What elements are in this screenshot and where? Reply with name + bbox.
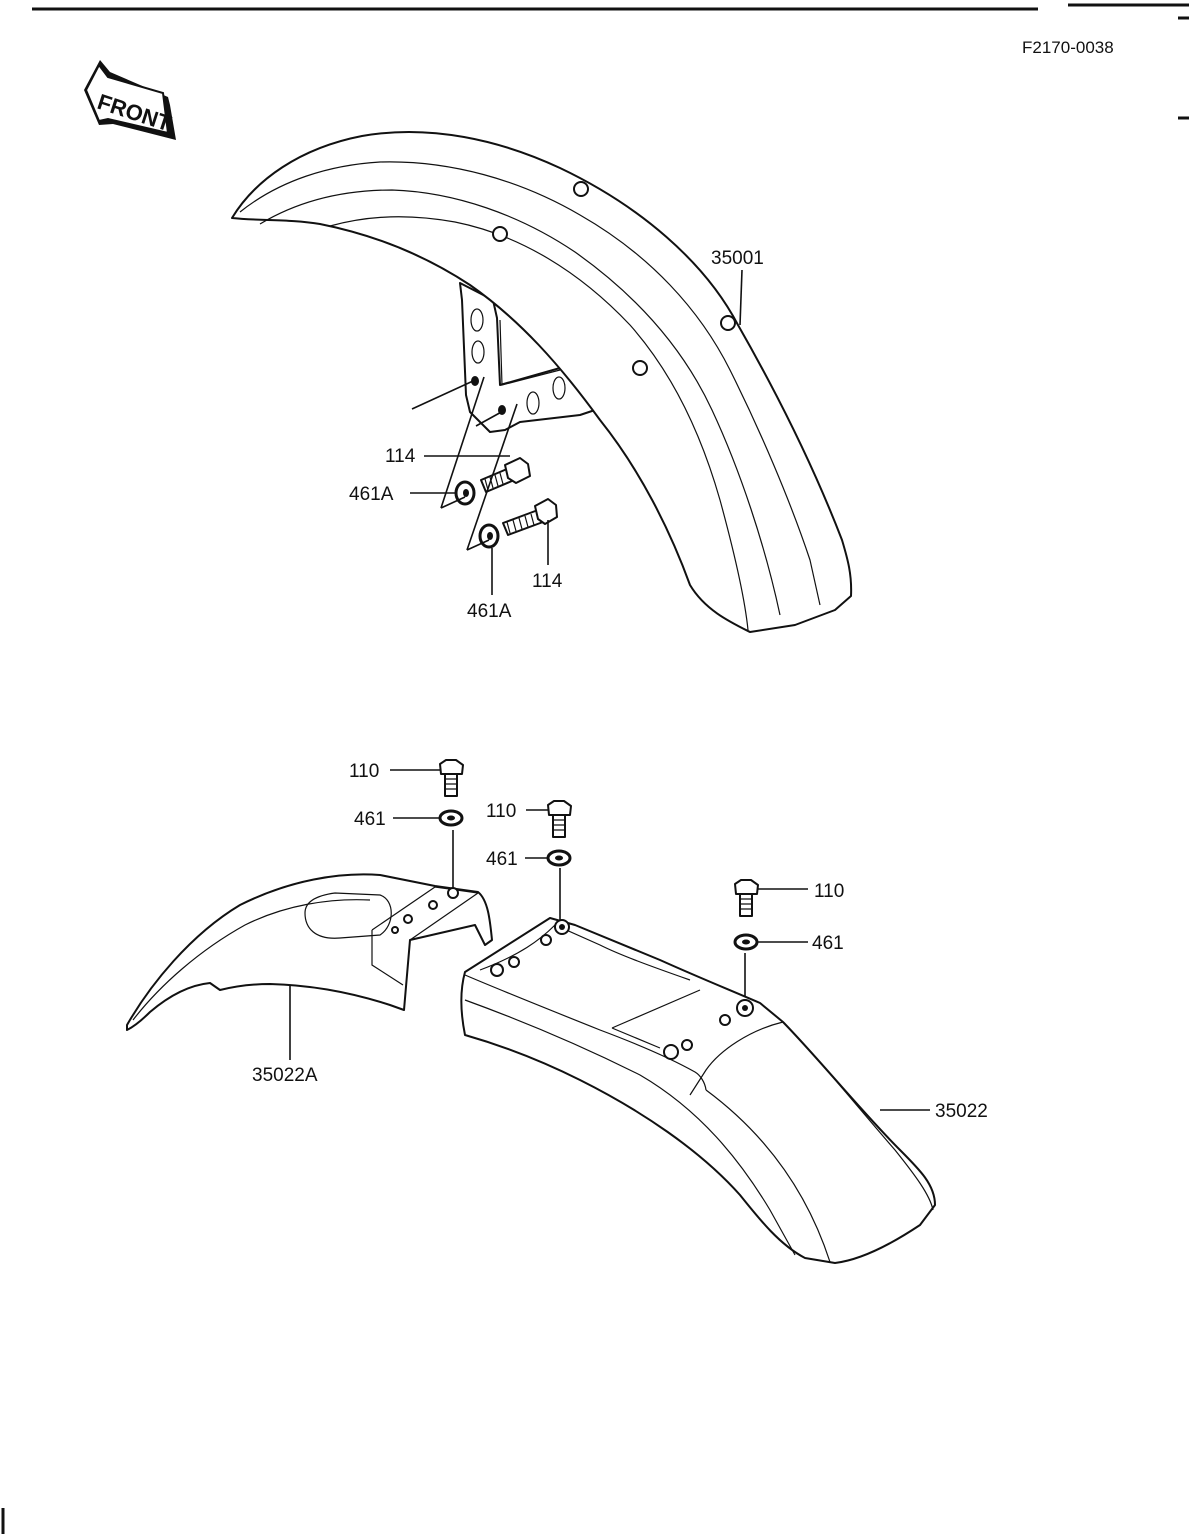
bolt-110-right bbox=[734, 879, 759, 917]
bolt-110-left bbox=[439, 759, 464, 797]
part-labels: 35001 114 461A 114 461A 110 461 110 461 … bbox=[252, 248, 988, 1122]
front-fender bbox=[231, 131, 853, 633]
label-461a-lower: 461A bbox=[467, 601, 512, 622]
doc-code: F2170-0038 bbox=[1022, 38, 1114, 57]
label-461a-upper: 461A bbox=[349, 484, 394, 505]
washer-461-right bbox=[733, 933, 759, 951]
label-110-mid: 110 bbox=[486, 801, 516, 822]
page-border bbox=[1, 3, 1189, 1534]
bolt-114-lower bbox=[502, 498, 558, 536]
label-35022: 35022 bbox=[935, 1101, 988, 1122]
label-461-right: 461 bbox=[812, 933, 844, 954]
rear-fender-front-section bbox=[126, 873, 493, 1031]
label-114-lower: 114 bbox=[532, 571, 563, 592]
label-35022a: 35022A bbox=[252, 1065, 318, 1086]
bolt-110-mid bbox=[547, 800, 572, 838]
front-arrow-icon: FRONT bbox=[84, 60, 176, 140]
label-461-left: 461 bbox=[354, 809, 386, 830]
assembly-guide-lines bbox=[411, 376, 746, 1005]
label-110-right: 110 bbox=[814, 881, 844, 902]
leader-lines bbox=[289, 269, 930, 1111]
label-461-mid: 461 bbox=[486, 849, 518, 870]
washer-461-mid bbox=[546, 849, 572, 867]
washer-461-left bbox=[438, 809, 464, 827]
label-110-left: 110 bbox=[349, 761, 379, 782]
label-114-upper: 114 bbox=[385, 446, 416, 467]
label-35001: 35001 bbox=[711, 248, 764, 269]
rear-fender bbox=[460, 917, 936, 1264]
